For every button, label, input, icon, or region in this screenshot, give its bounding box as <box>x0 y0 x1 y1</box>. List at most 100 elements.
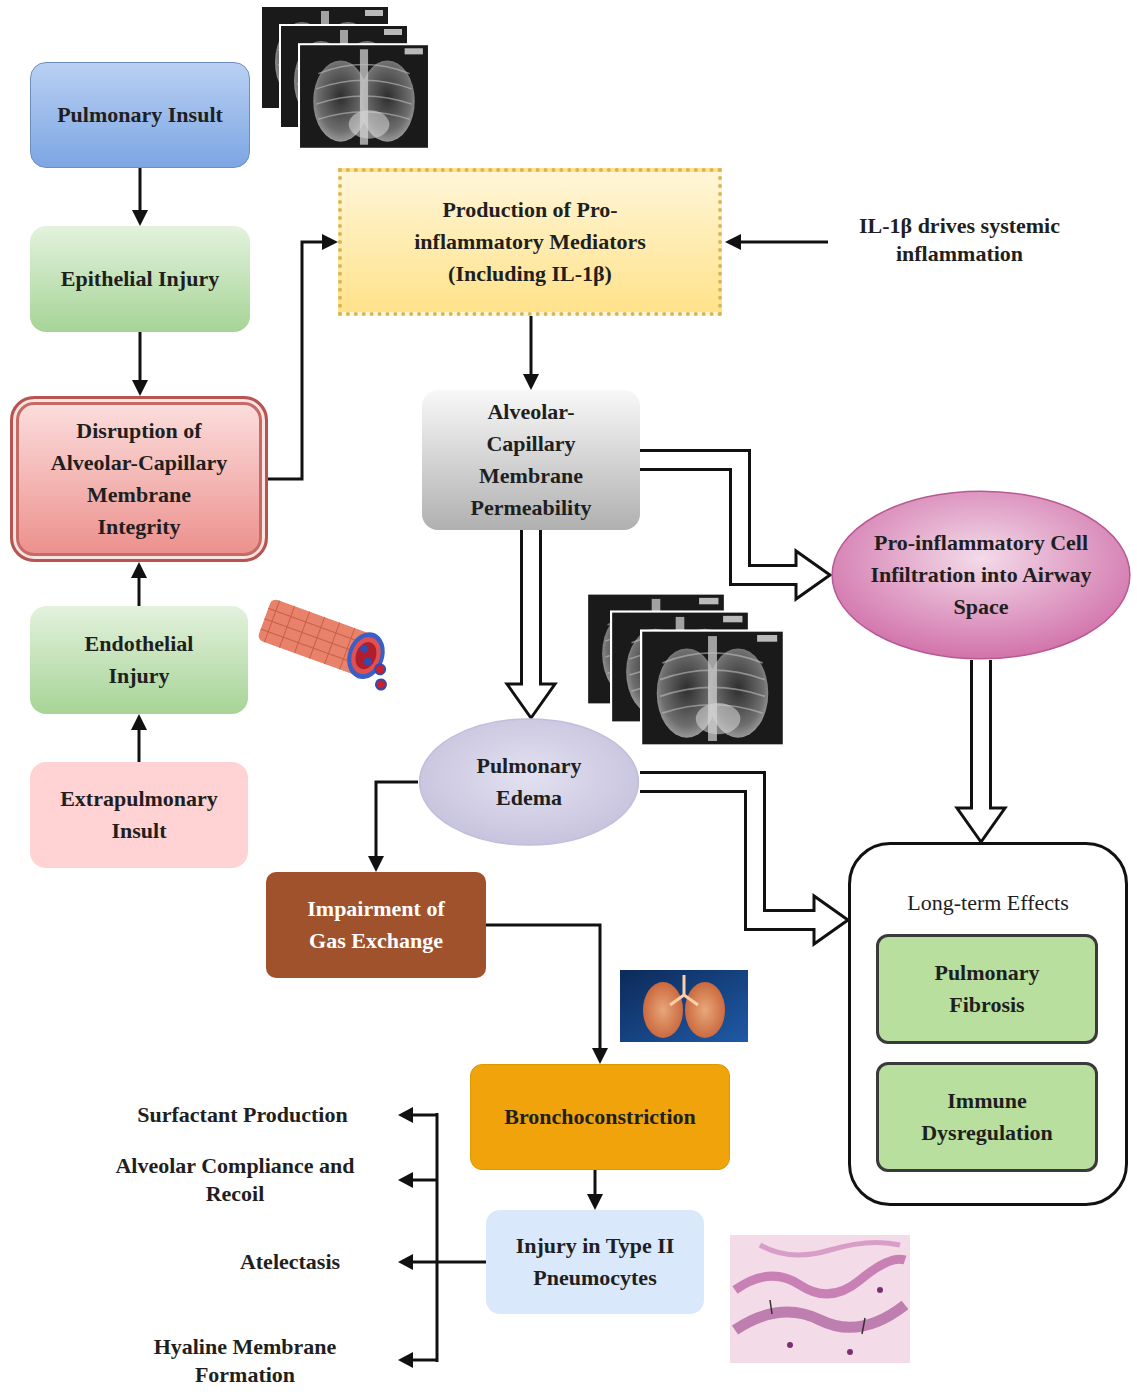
tissue-band <box>760 1242 900 1255</box>
hollow-connector <box>640 460 830 599</box>
node-text: Epithelial Injury <box>40 263 240 295</box>
connector-line <box>138 726 141 762</box>
hollow-connector <box>640 782 848 944</box>
connector <box>368 782 418 872</box>
arrow-head <box>322 234 338 250</box>
annotation-label: Alveolar Compliance and Recoil <box>95 1152 375 1208</box>
connector-line <box>594 1170 597 1198</box>
node-text: Pro-inflammatory Cell Infiltration into … <box>861 527 1101 623</box>
hollow-arrow-fill <box>640 782 820 920</box>
arrow-line <box>410 1114 437 1117</box>
nucleus <box>877 1287 883 1293</box>
hollow-connector <box>507 530 555 718</box>
hollow-connector <box>957 660 1005 842</box>
connector-line <box>268 242 326 479</box>
blood-cell <box>363 657 373 667</box>
connector-line <box>530 316 533 378</box>
hollow-arrow-fill <box>523 530 539 690</box>
effect-box: Pulmonary Fibrosis <box>876 934 1098 1044</box>
node-text: Endothelial Injury <box>64 628 214 692</box>
arrow-head <box>523 374 539 390</box>
vessel-illustration <box>255 596 401 691</box>
arrow-line <box>410 1359 437 1362</box>
connector <box>523 316 539 390</box>
xray-stack <box>587 594 784 746</box>
annotation-label: Hyaline Membrane Formation <box>120 1333 370 1389</box>
arrow-head <box>592 1048 608 1064</box>
arrow-line <box>436 1113 439 1362</box>
arrow-head <box>132 380 148 396</box>
group-heading: Long-term Effects <box>868 887 1108 919</box>
lung-shape <box>685 982 725 1038</box>
connector-line <box>376 782 418 860</box>
arrow-head <box>398 1172 413 1188</box>
node-text: Alveolar-Capillary Membrane Permeability <box>456 396 606 524</box>
arrow-head <box>131 562 147 578</box>
arrow-head <box>131 714 147 730</box>
connector <box>132 168 148 226</box>
node-text: Production of Pro-inflammatory Mediators… <box>395 194 665 290</box>
annotation-label: Surfactant Production <box>100 1101 385 1129</box>
blood-cell <box>374 663 387 676</box>
arrow-head <box>368 856 384 872</box>
hollow-arrow-fill <box>973 660 989 814</box>
lung-shape <box>643 982 683 1038</box>
blood-cell <box>359 643 369 653</box>
arrow-head <box>132 210 148 226</box>
process-box: Disruption of Alveolar-Capillary Membran… <box>10 396 268 562</box>
node-text: Pulmonary Fibrosis <box>897 957 1077 1021</box>
label-arrow <box>725 234 828 250</box>
node-text: Pulmonary Insult <box>40 99 240 131</box>
arrow-line <box>410 1179 437 1182</box>
process-box: Bronchoconstriction <box>470 1064 730 1170</box>
nucleus <box>787 1342 793 1348</box>
connector <box>131 562 147 606</box>
histology-marker <box>770 1300 865 1334</box>
vessel-layer <box>346 633 385 678</box>
arrow-line <box>410 1261 437 1264</box>
arrow-line <box>738 241 828 244</box>
lungs-illustration <box>620 970 748 1042</box>
node-text: Impairment of Gas Exchange <box>294 893 459 957</box>
node-text: Disruption of Alveolar-Capillary Membran… <box>47 415 232 543</box>
ellipse-shape <box>832 491 1130 659</box>
arrow-head <box>398 1352 413 1368</box>
trachea <box>670 975 698 1005</box>
annotation-label: IL-1β drives systemic inflammation <box>832 212 1087 268</box>
histology-illustration <box>730 1235 910 1363</box>
arrow-head <box>725 234 741 250</box>
connector <box>268 234 338 479</box>
node-text: Bronchoconstriction <box>480 1101 720 1133</box>
histology-ground <box>730 1235 910 1363</box>
arrow-head <box>398 1254 413 1270</box>
group-box: Long-term EffectsPulmonary FibrosisImmun… <box>848 842 1128 1206</box>
xray-stack <box>261 6 429 149</box>
process-box: Injury in Type II Pneumocytes <box>486 1210 704 1314</box>
connector-line <box>139 332 142 384</box>
ellipse-shape <box>420 719 639 845</box>
node-text: Immune Dysregulation <box>897 1085 1077 1149</box>
process-ellipse: Pro-inflammatory Cell Infiltration into … <box>830 490 1132 660</box>
node-text: Extrapulmonary Insult <box>44 783 234 847</box>
xray-image <box>641 631 784 746</box>
connector <box>131 714 147 762</box>
effect-box: Immune Dysregulation <box>876 1062 1098 1172</box>
arrow-head <box>587 1194 603 1210</box>
connector-line <box>138 574 141 606</box>
tissue-band <box>735 1259 905 1294</box>
arrow-line <box>436 1261 486 1264</box>
node-text: Pulmonary Edema <box>454 750 604 814</box>
node-text: Injury in Type II Pneumocytes <box>500 1230 690 1294</box>
connector-line <box>139 168 142 214</box>
process-box: Extrapulmonary Insult <box>30 762 248 868</box>
hollow-arrow-fill <box>640 460 802 575</box>
process-box: Pulmonary Insult <box>30 62 250 168</box>
process-ellipse: Pulmonary Edema <box>418 718 640 846</box>
lungs-ground <box>620 970 748 1042</box>
process-box: Epithelial Injury <box>30 226 250 332</box>
nucleus <box>847 1349 853 1355</box>
hollow-arrow-outline <box>640 460 796 575</box>
blood-cell <box>375 678 388 691</box>
connector <box>486 925 608 1064</box>
arrow-head <box>398 1107 413 1123</box>
